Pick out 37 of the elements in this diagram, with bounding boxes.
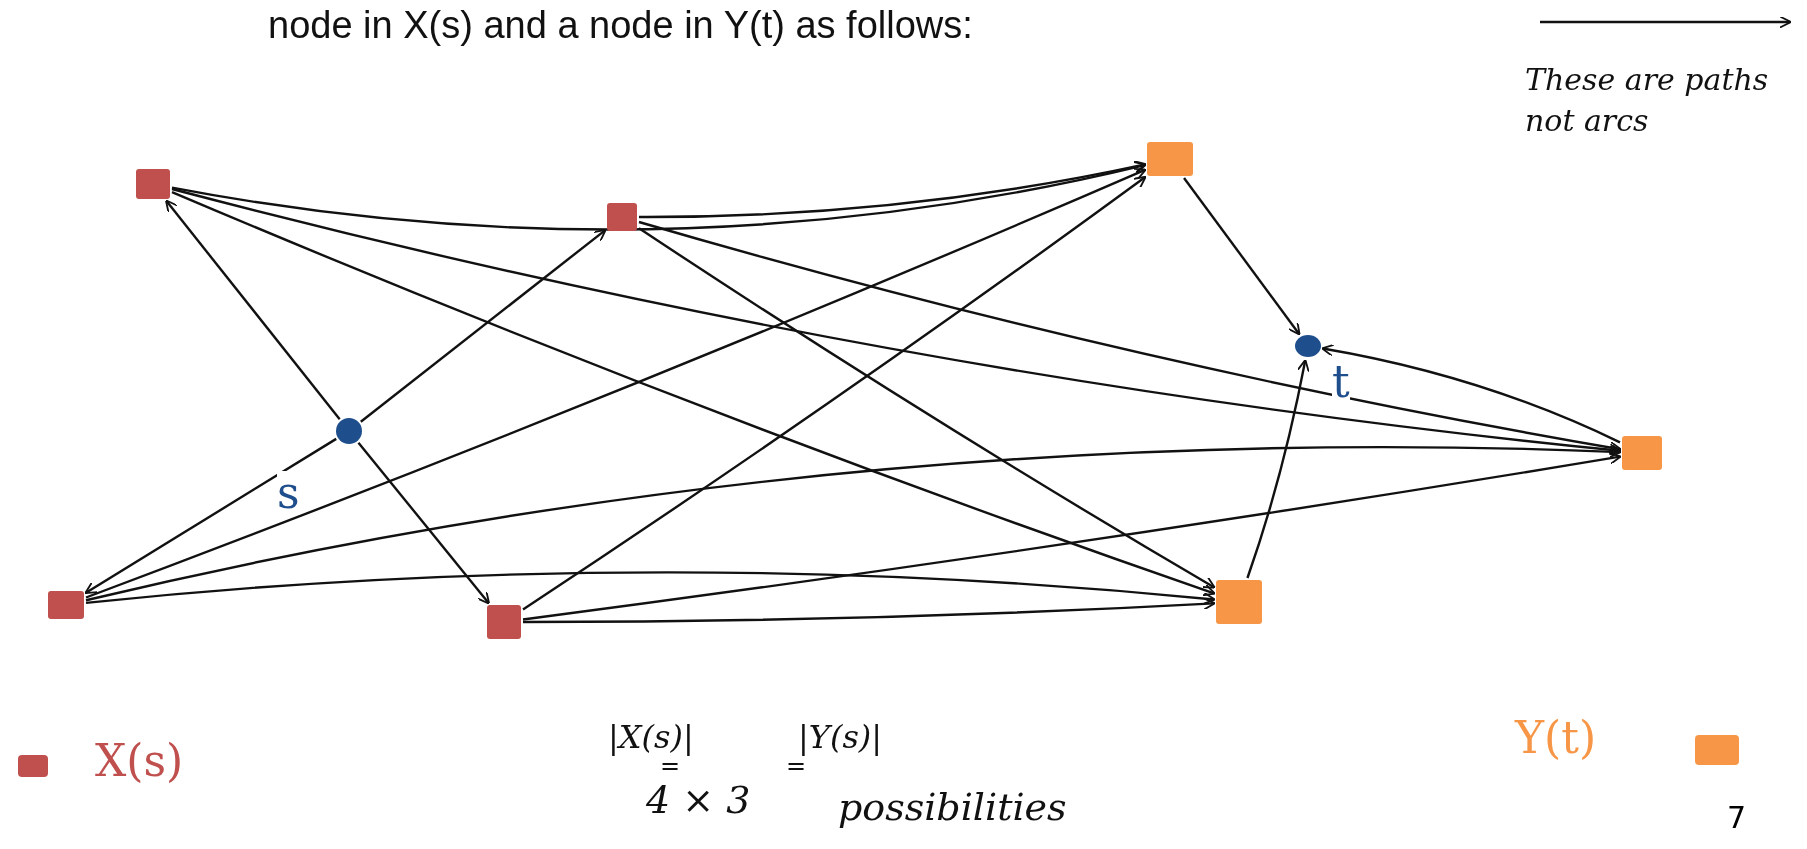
arrow [171, 160, 1147, 231]
set-size: |Y(s)| [798, 718, 883, 756]
node-dot [336, 418, 362, 444]
arrow [357, 441, 491, 605]
arrow [165, 199, 341, 420]
node-dot [1295, 335, 1321, 357]
arrow [360, 228, 607, 423]
page-number: 7 [1727, 800, 1747, 835]
arrow [85, 167, 1147, 599]
note: These are paths not arcs [1525, 61, 1770, 140]
node-square [1147, 142, 1193, 176]
legend-label: X(s) [95, 735, 184, 786]
arrow [639, 160, 1147, 219]
node-square [1622, 436, 1662, 470]
arrow [84, 437, 337, 595]
arrow [1183, 177, 1301, 336]
arrow [523, 597, 1216, 624]
possibilities-note: possibilities [838, 785, 1067, 829]
legend-label: Y(t) [1515, 712, 1597, 763]
node-square [487, 605, 521, 639]
arrow [171, 190, 1216, 597]
title: node in X(s) and a node in Y(t) as follows: [268, 4, 973, 47]
node-square [48, 591, 84, 619]
node-square [136, 169, 170, 199]
node-square [1216, 580, 1262, 624]
arrow [171, 187, 1622, 457]
node-square [607, 203, 637, 231]
arrow [1246, 358, 1310, 579]
arrow [1320, 344, 1621, 444]
arrow [85, 445, 1622, 602]
arrow [638, 227, 1216, 589]
node-label: s [277, 471, 300, 515]
arrow [85, 571, 1216, 605]
product: 4 × 3 [646, 778, 751, 822]
arrow [522, 175, 1147, 611]
arrow [522, 451, 1622, 621]
arrow [638, 220, 1622, 454]
